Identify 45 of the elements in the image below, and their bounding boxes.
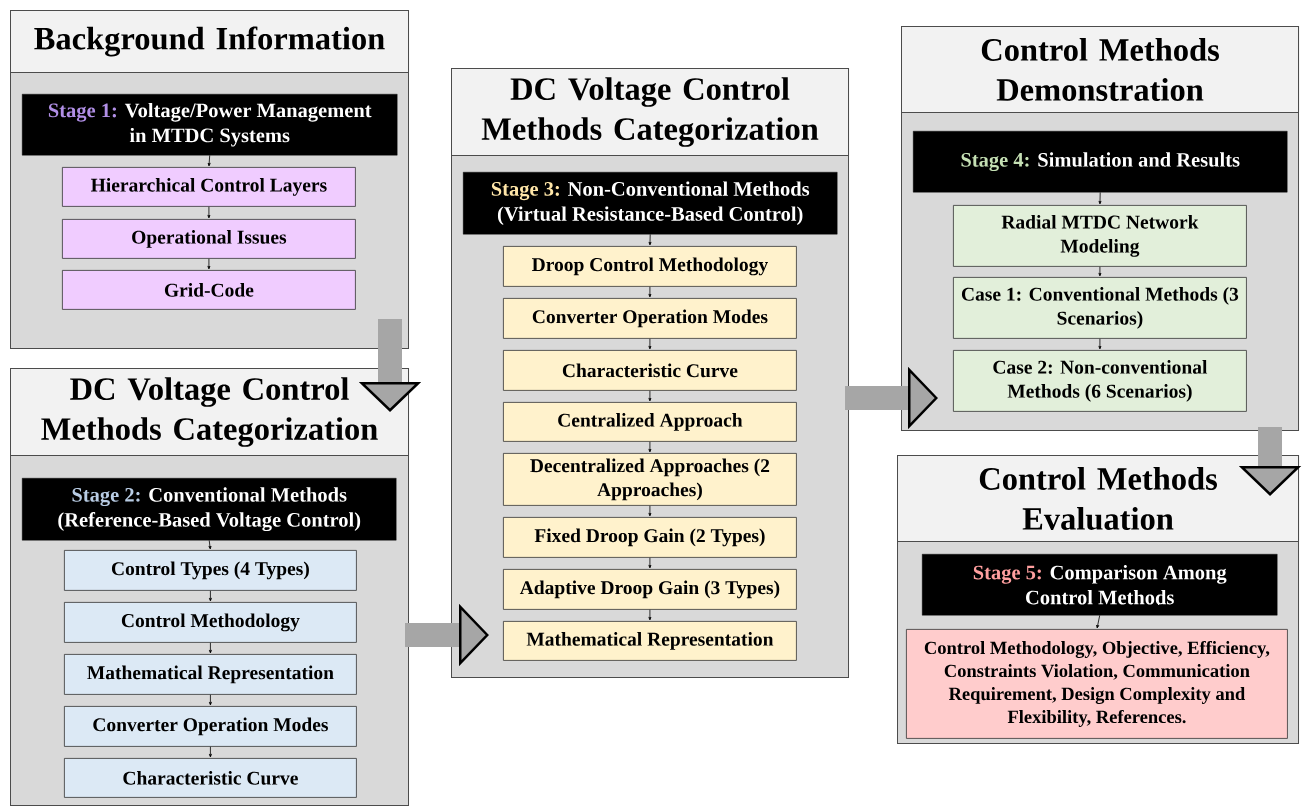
stage-box: Stage 1: Voltage/Power Management in MTDC Systems xyxy=(22,94,398,156)
arrow xyxy=(208,694,212,706)
step-box: Adaptive Droop Gain (3 Types) xyxy=(503,569,797,610)
step-box: Centralized Approach xyxy=(503,402,797,442)
stage-box: Stage 3: Non-Conventional Methods (Virtual Resistance-Based Control) xyxy=(463,172,838,235)
arrow xyxy=(648,234,652,246)
arrow xyxy=(208,642,212,654)
stage-box: Stage 4: Simulation and Results xyxy=(913,131,1288,193)
arrow xyxy=(208,590,212,602)
arrow xyxy=(207,206,211,219)
arrow xyxy=(207,155,211,167)
step-box: Hierarchical Control Layers xyxy=(62,167,356,207)
step-box: Characteristic Curve xyxy=(503,350,797,391)
step-box: Mathematical Representation xyxy=(503,621,797,661)
stage-box: Stage 5: Comparison Among Control Methods xyxy=(922,554,1278,616)
step-box: Mathematical Representation xyxy=(64,654,357,695)
stage-box: Stage 2: Conventional Methods (Reference-Based Voltage Control) xyxy=(22,478,397,541)
step-box: Converter Operation Modes xyxy=(64,706,357,747)
arrow xyxy=(648,557,652,569)
arrow xyxy=(648,390,652,402)
step-box: Control Methodology xyxy=(64,602,357,643)
step-box: Grid-Code xyxy=(62,270,356,310)
step-box: Operational Issues xyxy=(62,219,356,259)
step-box: Characteristic Curve xyxy=(64,758,357,798)
arrow xyxy=(1098,192,1102,205)
arrow xyxy=(208,746,212,758)
arrow xyxy=(1096,615,1101,629)
arrow xyxy=(648,609,652,621)
step-box: Converter Operation Modes xyxy=(503,298,797,339)
step-box: Fixed Droop Gain (2 Types) xyxy=(503,517,797,558)
arrow xyxy=(648,505,652,517)
arrow xyxy=(648,441,652,453)
step-box: Droop Control Methodology xyxy=(503,246,797,287)
step-box: Radial MTDC Network Modeling xyxy=(953,205,1247,267)
step-box: Decentralized Approaches (2 Approaches) xyxy=(503,453,797,506)
arrow xyxy=(1098,266,1102,277)
step-box: Control Types (4 Types) xyxy=(64,550,357,591)
step-box: Case 1: Conventional Methods (3 Scenarios) xyxy=(953,277,1247,339)
arrow xyxy=(648,338,652,350)
arrow xyxy=(1098,338,1102,350)
arrow xyxy=(207,258,211,270)
step-box: Case 2: Non-conventional Methods (6 Scenarios) xyxy=(953,350,1247,412)
arrow xyxy=(648,286,652,298)
arrow xyxy=(208,540,212,550)
step-box: Control Methodology, Objective, Efficiency, Constraints Violation, Communication Requirement, Design Complexity and Flexibility, References. xyxy=(906,629,1288,739)
